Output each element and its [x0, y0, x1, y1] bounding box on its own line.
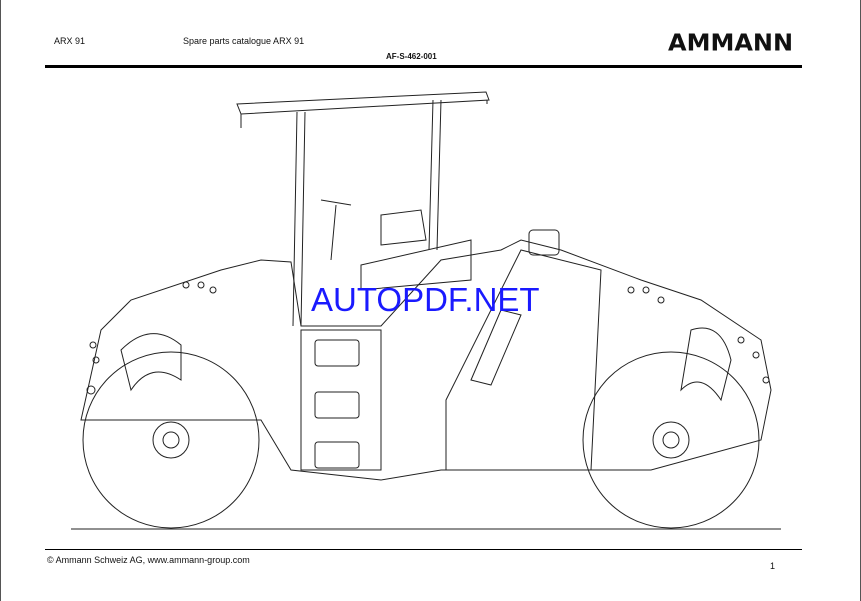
ammann-logo: AMMANN [668, 29, 794, 57]
header-title: Spare parts catalogue ARX 91 [183, 36, 305, 46]
header-model: ARX 91 [54, 36, 86, 46]
header-rule [45, 65, 802, 68]
footer-rule [45, 549, 802, 550]
watermark: AUTOPDF.NET [311, 281, 540, 318]
page-number: 1 [770, 561, 776, 571]
document-code: AF-S-462-001 [386, 52, 437, 61]
footer-copyright: © Ammann Schweiz AG, www.ammann-group.co… [47, 555, 250, 565]
